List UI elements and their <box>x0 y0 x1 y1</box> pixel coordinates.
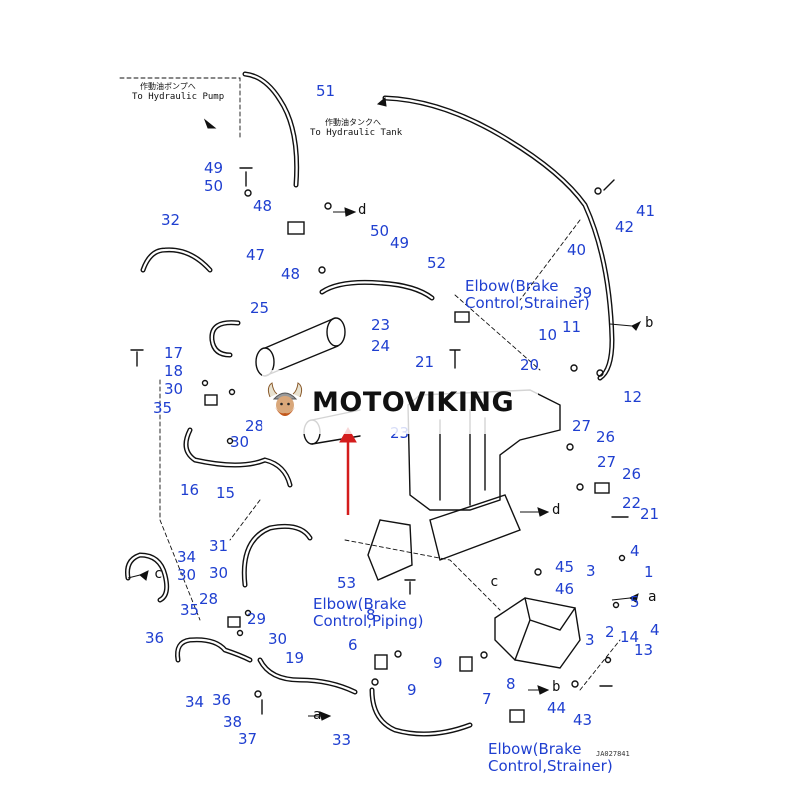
part-number: 10 <box>538 326 558 344</box>
part-number: 3 <box>586 562 596 580</box>
part-number: 3 <box>585 631 595 649</box>
viking-head-icon <box>267 382 303 416</box>
part-number: 8 <box>506 675 516 693</box>
part-number: 52 <box>427 254 447 272</box>
part-number: 1 <box>644 563 654 581</box>
part-number: 33 <box>332 731 352 749</box>
part-number: 8 <box>366 606 376 624</box>
red-arrow-icon <box>339 426 357 515</box>
part-number: 5 <box>630 593 640 611</box>
part-number: 36 <box>145 629 165 647</box>
elbow-strainer-callout-top: Elbow(Brake Control,Strainer) <box>465 277 590 312</box>
part-number: 22 <box>622 494 642 512</box>
part-number: 20 <box>520 356 540 374</box>
part-number: 31 <box>209 537 229 555</box>
part-number: 26 <box>622 465 642 483</box>
part-number: 13 <box>634 641 654 659</box>
ref-d: d <box>358 202 367 218</box>
part-number: 50 <box>204 177 224 195</box>
drawing-id: JA027841 <box>596 750 630 758</box>
part-number: 41 <box>636 202 656 220</box>
part-number: 25 <box>250 299 270 317</box>
part-number: 30 <box>164 380 184 398</box>
part-number: 30 <box>268 630 288 648</box>
part-number: 49 <box>390 234 410 252</box>
part-number: 9 <box>407 681 417 699</box>
ref-c: c <box>154 566 163 582</box>
ref-a: a <box>648 589 657 605</box>
part-number: 40 <box>567 241 587 259</box>
part-number: 35 <box>180 601 200 619</box>
part-number: 27 <box>572 417 592 435</box>
part-number: 4 <box>630 542 640 560</box>
part-number: 44 <box>547 699 567 717</box>
part-number: 30 <box>177 566 197 584</box>
part-number: 49 <box>204 159 224 177</box>
part-number: 7 <box>482 690 492 708</box>
part-number: 42 <box>615 218 635 236</box>
part-number: 29 <box>247 610 267 628</box>
elbow-strainer-callout-bottom: Elbow(Brake Control,Strainer) <box>488 740 613 775</box>
part-number: 9 <box>433 654 443 672</box>
part-number: 23 <box>371 316 391 334</box>
part-number: 45 <box>555 558 575 576</box>
part-number: 50 <box>370 222 390 240</box>
tank-note-en: To Hydraulic Tank <box>310 128 403 138</box>
part-number: 46 <box>555 580 575 598</box>
part-number: 2 <box>605 623 615 641</box>
part-number: 21 <box>415 353 435 371</box>
part-number: 12 <box>623 388 643 406</box>
part-number: 51 <box>316 82 336 100</box>
part-number: 6 <box>348 636 358 654</box>
part-number: 48 <box>253 197 273 215</box>
part-number: 48 <box>281 265 301 283</box>
part-number: 24 <box>371 337 391 355</box>
part-number: 34 <box>177 548 197 566</box>
part-number: 38 <box>223 713 243 731</box>
part-number: 19 <box>285 649 305 667</box>
part-number: 11 <box>562 318 582 336</box>
part-number: 26 <box>596 428 616 446</box>
elbow-piping-callout: Elbow(Brake Control,Piping) <box>313 595 424 630</box>
part-number: 36 <box>212 691 232 709</box>
tank-note-jp: 作動油タンクへ <box>325 118 381 127</box>
part-number: 4 <box>650 621 660 639</box>
part-number: 28 <box>245 417 265 435</box>
part-number: 30 <box>209 564 229 582</box>
part-number: 14 <box>620 628 640 646</box>
part-number: 53 <box>337 574 357 592</box>
pump-note-jp: 作動油ポンプへ <box>140 82 196 91</box>
part-number: 16 <box>180 481 200 499</box>
part-number: 37 <box>238 730 258 748</box>
pump-note-en: To Hydraulic Pump <box>132 92 225 102</box>
watermark: MOTOVIKING <box>262 370 538 434</box>
part-number: 21 <box>640 505 660 523</box>
part-number: 17 <box>164 344 184 362</box>
ref-c: c <box>490 574 499 590</box>
part-number: 15 <box>216 484 236 502</box>
part-number: 39 <box>573 284 593 302</box>
ref-a: a <box>313 707 322 723</box>
ref-b: b <box>645 315 654 331</box>
part-number: 35 <box>153 399 173 417</box>
watermark-text: MOTOVIKING <box>312 386 515 418</box>
part-number: 18 <box>164 362 184 380</box>
ref-b: b <box>552 679 561 695</box>
part-number: 30 <box>230 433 250 451</box>
part-number: 27 <box>597 453 617 471</box>
part-number: 47 <box>246 246 266 264</box>
part-number: 43 <box>573 711 593 729</box>
part-number: 32 <box>161 211 181 229</box>
part-number: 28 <box>199 590 219 608</box>
ref-d: d <box>552 502 561 518</box>
part-number: 34 <box>185 693 205 711</box>
